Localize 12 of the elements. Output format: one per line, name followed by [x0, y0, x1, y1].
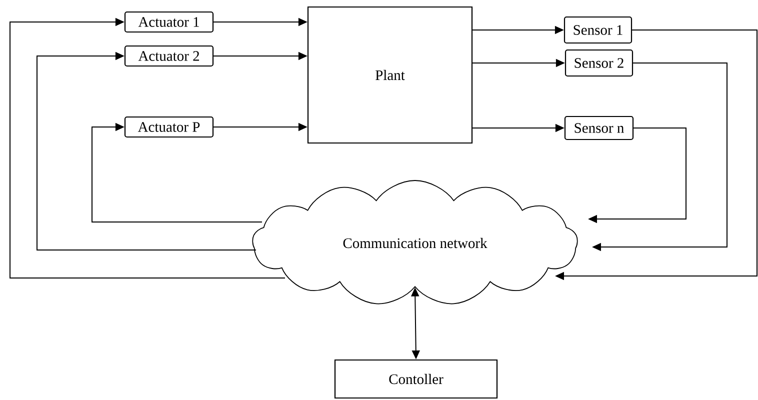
sensor-box: Sensor n: [564, 116, 634, 140]
arrow: [92, 122, 262, 222]
controller-box: Contoller: [334, 359, 498, 399]
actuator-box: Actuator 1: [124, 11, 214, 33]
arrow: [10, 18, 286, 278]
arrow: [36, 52, 256, 250]
sensor-box: Sensor 1: [564, 16, 632, 44]
actuator-box: Actuator 2: [124, 45, 214, 67]
actuator-box: Actuator P: [124, 116, 214, 138]
sensor-box: Sensor 2: [564, 49, 634, 77]
plant-box: Plant: [307, 6, 473, 144]
cloud: Communication network: [252, 180, 578, 304]
